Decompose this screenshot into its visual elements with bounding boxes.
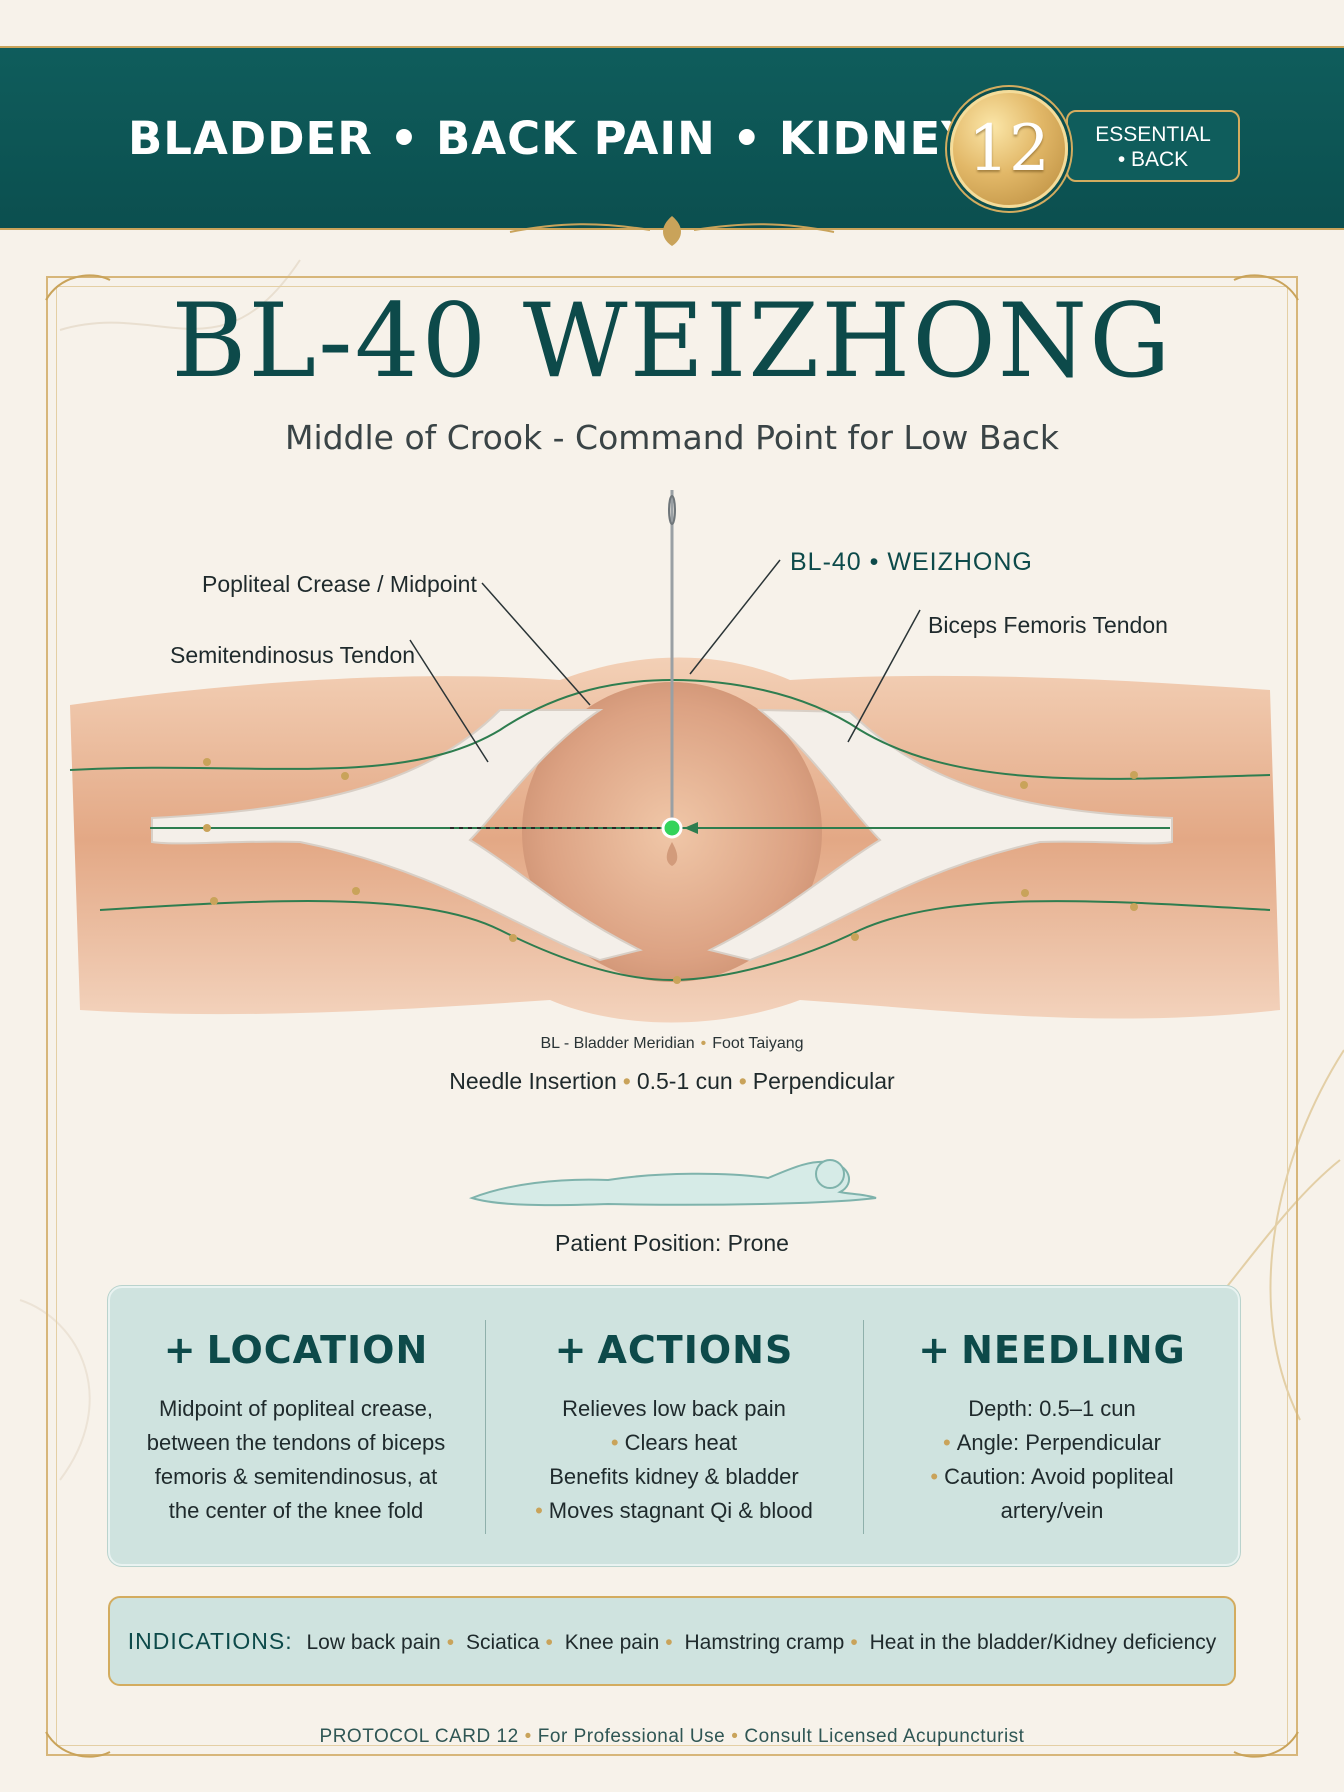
footer: PROTOCOL CARD 12•For Professional Use•Co… (319, 1726, 1025, 1747)
indication-item: Knee pain (564, 1631, 660, 1654)
plus-icon: + (554, 1328, 588, 1372)
badge-tag-line1: ESSENTIAL (1095, 123, 1211, 146)
action-item: •Moves stagnant Qi & blood (535, 1498, 813, 1523)
card-number: 12 (968, 112, 1050, 186)
card-number-badge: 12 (950, 90, 1068, 208)
action-item: Benefits kidney & bladder (549, 1464, 799, 1489)
corner-flourish-tr (1233, 274, 1299, 301)
needle-handle (668, 495, 676, 525)
footer-disclaimer: Consult Licensed Acupuncturist (744, 1726, 1025, 1747)
location-heading: +LOCATION (110, 1328, 482, 1372)
indication-item: Low back pain (306, 1631, 441, 1654)
location-line: femoris & semitendinosus, at (154, 1464, 438, 1489)
knee-illustration (69, 490, 1280, 1023)
action-item: •Clears heat (610, 1430, 738, 1455)
page-title: BL-40 WEIZHONG (171, 282, 1173, 401)
meridian-points (203, 758, 1138, 984)
actions-body: Relieves low back pain •Clears heat Bene… (488, 1392, 860, 1528)
corner-flourish-tl (45, 274, 111, 301)
banner-ornament (509, 216, 835, 246)
corner-flourish-bl (45, 1731, 111, 1758)
label-semitendinosus: Semitendinosus Tendon (170, 642, 416, 668)
needling-item: artery/vein (1000, 1498, 1104, 1523)
needle-caption-angle: Perpendicular (752, 1068, 895, 1094)
bl40-acupoint (661, 817, 683, 839)
needle-caption-label: Needle Insertion (449, 1068, 617, 1094)
needling-item: •Caution: Avoid popliteal (930, 1464, 1174, 1489)
prone-patient-icon (468, 1159, 877, 1207)
plus-icon: + (918, 1328, 952, 1372)
corner-flourish-br (1233, 1731, 1299, 1758)
biceps-femoris-tendon-shape (707, 708, 1173, 962)
indication-item: Hamstring cramp (684, 1631, 845, 1654)
column-divider (863, 1320, 864, 1534)
meridian-caption-channel: Foot Taiyang (712, 1035, 804, 1052)
needling-heading: +NEEDLING (866, 1328, 1238, 1372)
card-frame (46, 276, 1298, 1756)
card-frame-inner (56, 286, 1288, 1746)
needle-caption: Needle Insertion•0.5-1 cun•Perpendicular (449, 1068, 895, 1094)
indication-item: Heat in the bladder/Kidney deficiency (869, 1631, 1217, 1654)
action-item: Relieves low back pain (562, 1396, 786, 1421)
patient-position-caption: Patient Position: Prone (555, 1230, 789, 1256)
meridian-caption: BL - Bladder Meridian•Foot Taiyang (540, 1035, 804, 1052)
badge-tag-line2: • BACK (1117, 148, 1189, 171)
needling-heading-text: NEEDLING (961, 1328, 1186, 1372)
needling-body: Depth: 0.5–1 cun •Angle: Perpendicular •… (866, 1392, 1238, 1528)
plus-icon: + (163, 1328, 197, 1372)
banner-title: BLADDER • BACK PAIN • KIDNEY (128, 112, 975, 165)
actions-heading-text: ACTIONS (597, 1328, 794, 1372)
needling-column: +NEEDLING Depth: 0.5–1 cun •Angle: Perpe… (866, 1288, 1238, 1564)
page-subtitle: Middle of Crook - Command Point for Low … (284, 418, 1060, 457)
footer-card-id: PROTOCOL CARD 12 (319, 1726, 519, 1747)
indication-item: Sciatica (465, 1631, 540, 1654)
indications-bar: INDICATIONS: Low back pain• Sciatica• Kn… (108, 1596, 1236, 1686)
location-line: the center of the knee fold (168, 1498, 424, 1523)
actions-heading: +ACTIONS (488, 1328, 860, 1372)
info-panel: +LOCATION Midpoint of popliteal crease, … (108, 1286, 1240, 1566)
label-bl40-point: BL-40 • WEIZHONG (790, 548, 1033, 576)
point-arrow-head (684, 822, 698, 834)
label-biceps-femoris: Biceps Femoris Tendon (928, 612, 1168, 638)
location-body: Midpoint of popliteal crease, between th… (110, 1392, 482, 1528)
location-heading-text: LOCATION (206, 1328, 429, 1372)
indications-label: INDICATIONS: (127, 1628, 293, 1654)
label-popliteal-crease: Popliteal Crease / Midpoint (202, 571, 477, 597)
location-column: +LOCATION Midpoint of popliteal crease, … (110, 1288, 482, 1564)
semitendinosus-tendon-shape (151, 709, 643, 962)
meridian-caption-name: BL - Bladder Meridian (540, 1035, 695, 1052)
needle-caption-depth: 0.5-1 cun (636, 1068, 733, 1094)
needling-item: Depth: 0.5–1 cun (968, 1396, 1136, 1421)
location-line: Midpoint of popliteal crease, (159, 1396, 433, 1421)
drop-icon (666, 842, 678, 866)
badge-tag: ESSENTIAL • BACK (1066, 110, 1240, 182)
label-leaders (409, 559, 921, 763)
needling-item: •Angle: Perpendicular (943, 1430, 1161, 1455)
column-divider (485, 1320, 486, 1534)
footer-usage: For Professional Use (537, 1726, 726, 1747)
location-line: between the tendons of biceps (146, 1430, 446, 1455)
actions-column: +ACTIONS Relieves low back pain •Clears … (488, 1288, 860, 1564)
